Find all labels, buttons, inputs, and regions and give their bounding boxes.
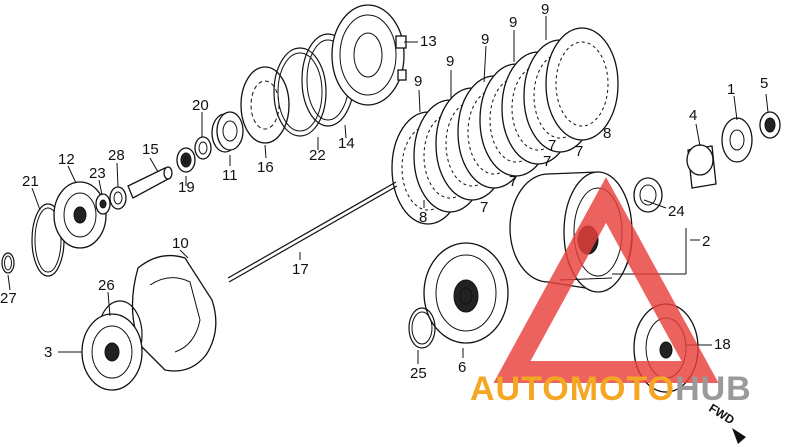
callout-9d: 9 xyxy=(509,14,517,31)
callout-3: 3 xyxy=(44,344,52,361)
callout-20: 20 xyxy=(192,97,209,114)
part-6-clutch-center xyxy=(423,242,509,344)
callout-9b: 9 xyxy=(446,53,454,70)
callout-7e: 7 xyxy=(575,143,583,160)
callout-23: 23 xyxy=(89,165,106,182)
part-12-plate xyxy=(53,181,107,249)
part-11-bearing xyxy=(211,111,244,153)
part-16-plate xyxy=(240,66,290,144)
part-27-ring xyxy=(1,252,15,274)
part-3-hub xyxy=(81,313,143,391)
part-5-washer xyxy=(759,111,781,139)
part-4-sleeve xyxy=(686,144,717,189)
callout-26: 26 xyxy=(98,277,115,294)
callout-11: 11 xyxy=(222,167,238,184)
callout-6: 6 xyxy=(458,359,466,376)
watermark-text-orange: AUTOMOTO xyxy=(470,370,675,408)
callout-12: 12 xyxy=(58,151,75,168)
callout-19: 19 xyxy=(178,179,195,196)
callout-27: 27 xyxy=(0,290,17,307)
part-17-rod xyxy=(227,181,398,283)
fwd-arrow-icon xyxy=(732,428,746,444)
callout-17: 17 xyxy=(292,261,309,278)
callout-7b: 7 xyxy=(509,173,517,190)
callout-7d: 7 xyxy=(548,137,556,154)
callout-7c: 7 xyxy=(543,153,551,170)
callout-7a: 7 xyxy=(480,199,488,216)
part-23-bearing xyxy=(95,193,111,215)
callout-9e: 9 xyxy=(541,1,549,18)
callout-21: 21 xyxy=(22,173,39,190)
clutch-plate-stack xyxy=(391,27,619,225)
callout-16: 16 xyxy=(257,159,274,176)
part-1-sprocket xyxy=(721,117,753,163)
part-15-pushrod xyxy=(127,166,173,199)
callout-8b: 8 xyxy=(603,125,611,142)
callout-8a: 8 xyxy=(419,209,427,226)
callout-18: 18 xyxy=(714,336,731,353)
callout-28: 28 xyxy=(108,147,125,164)
part-25-o-ring xyxy=(408,307,436,349)
callout-9a: 9 xyxy=(414,73,422,90)
part-20-washer xyxy=(194,136,212,160)
part-10-cover xyxy=(131,254,217,372)
part-24-bushing xyxy=(633,177,663,213)
callout-9c: 9 xyxy=(481,31,489,48)
watermark: AUTOMOTOHUB xyxy=(470,177,752,408)
callout-2: 2 xyxy=(702,233,710,250)
part-28-collar xyxy=(109,186,127,210)
callout-10: 10 xyxy=(172,235,189,252)
watermark-text-gray: HUB xyxy=(675,370,752,408)
callout-14: 14 xyxy=(338,135,355,152)
part-22-ring xyxy=(273,47,327,137)
callout-15: 15 xyxy=(142,141,159,158)
watermark-triangle-icon xyxy=(493,177,719,383)
svg-text:AUTOMOTOHUB: AUTOMOTOHUB xyxy=(470,370,752,408)
callout-22: 22 xyxy=(309,147,326,164)
part-19-bearing xyxy=(176,147,196,173)
part-13-pressure-plate xyxy=(331,4,407,106)
callout-labels: 13 9 9 9 9 9 8 8 7 7 7 7 7 1 5 4 24 2 18… xyxy=(0,1,768,382)
callout-25: 25 xyxy=(410,365,427,382)
callout-13: 13 xyxy=(420,33,437,50)
callout-24: 24 xyxy=(668,203,685,220)
callout-1: 1 xyxy=(727,81,735,98)
callout-4: 4 xyxy=(689,107,697,124)
callout-5: 5 xyxy=(760,75,768,92)
